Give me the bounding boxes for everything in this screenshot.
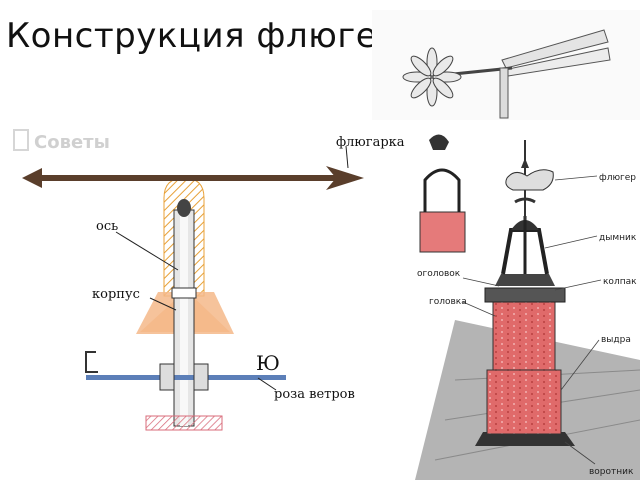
rooster-weathervane bbox=[505, 140, 554, 220]
propeller-sketch-image bbox=[372, 10, 640, 126]
wind-rose-label: роза ветров bbox=[274, 387, 355, 402]
cap-label: колпак bbox=[603, 277, 637, 287]
wind-rose-plate bbox=[85, 351, 286, 391]
watermark-text: Советы bbox=[34, 132, 110, 153]
secondary-chimney bbox=[419, 134, 466, 253]
smoke-catcher-label: дымник bbox=[599, 233, 637, 243]
page-title: Конструкция флюгера bbox=[6, 16, 421, 56]
weathervane-arrow bbox=[22, 166, 364, 190]
chimney-weathervane-illustration: флюгер дымник колпак оголовок головка вы… bbox=[415, 120, 640, 480]
letter-yu-label: Ю bbox=[256, 351, 280, 375]
chimney-stack bbox=[484, 287, 566, 435]
cap-smoke-catcher bbox=[495, 216, 555, 286]
axis-label: ось bbox=[96, 219, 118, 234]
head-label: головка bbox=[429, 297, 467, 307]
base-flange bbox=[145, 415, 223, 431]
watermark-logo: Советы bbox=[13, 129, 110, 153]
head-top-label: оголовок bbox=[417, 269, 461, 279]
offset-label: выдра bbox=[601, 335, 631, 345]
weathervane-cross-section-diagram: Советы Ю bbox=[8, 120, 418, 480]
weathervane-label: флюгарка bbox=[336, 135, 405, 150]
body-label: корпус bbox=[92, 287, 140, 302]
collar-label: воротник bbox=[589, 467, 634, 477]
weathervane-label-right: флюгер bbox=[599, 173, 636, 183]
collar bbox=[475, 432, 575, 446]
axis-rod bbox=[171, 199, 197, 427]
